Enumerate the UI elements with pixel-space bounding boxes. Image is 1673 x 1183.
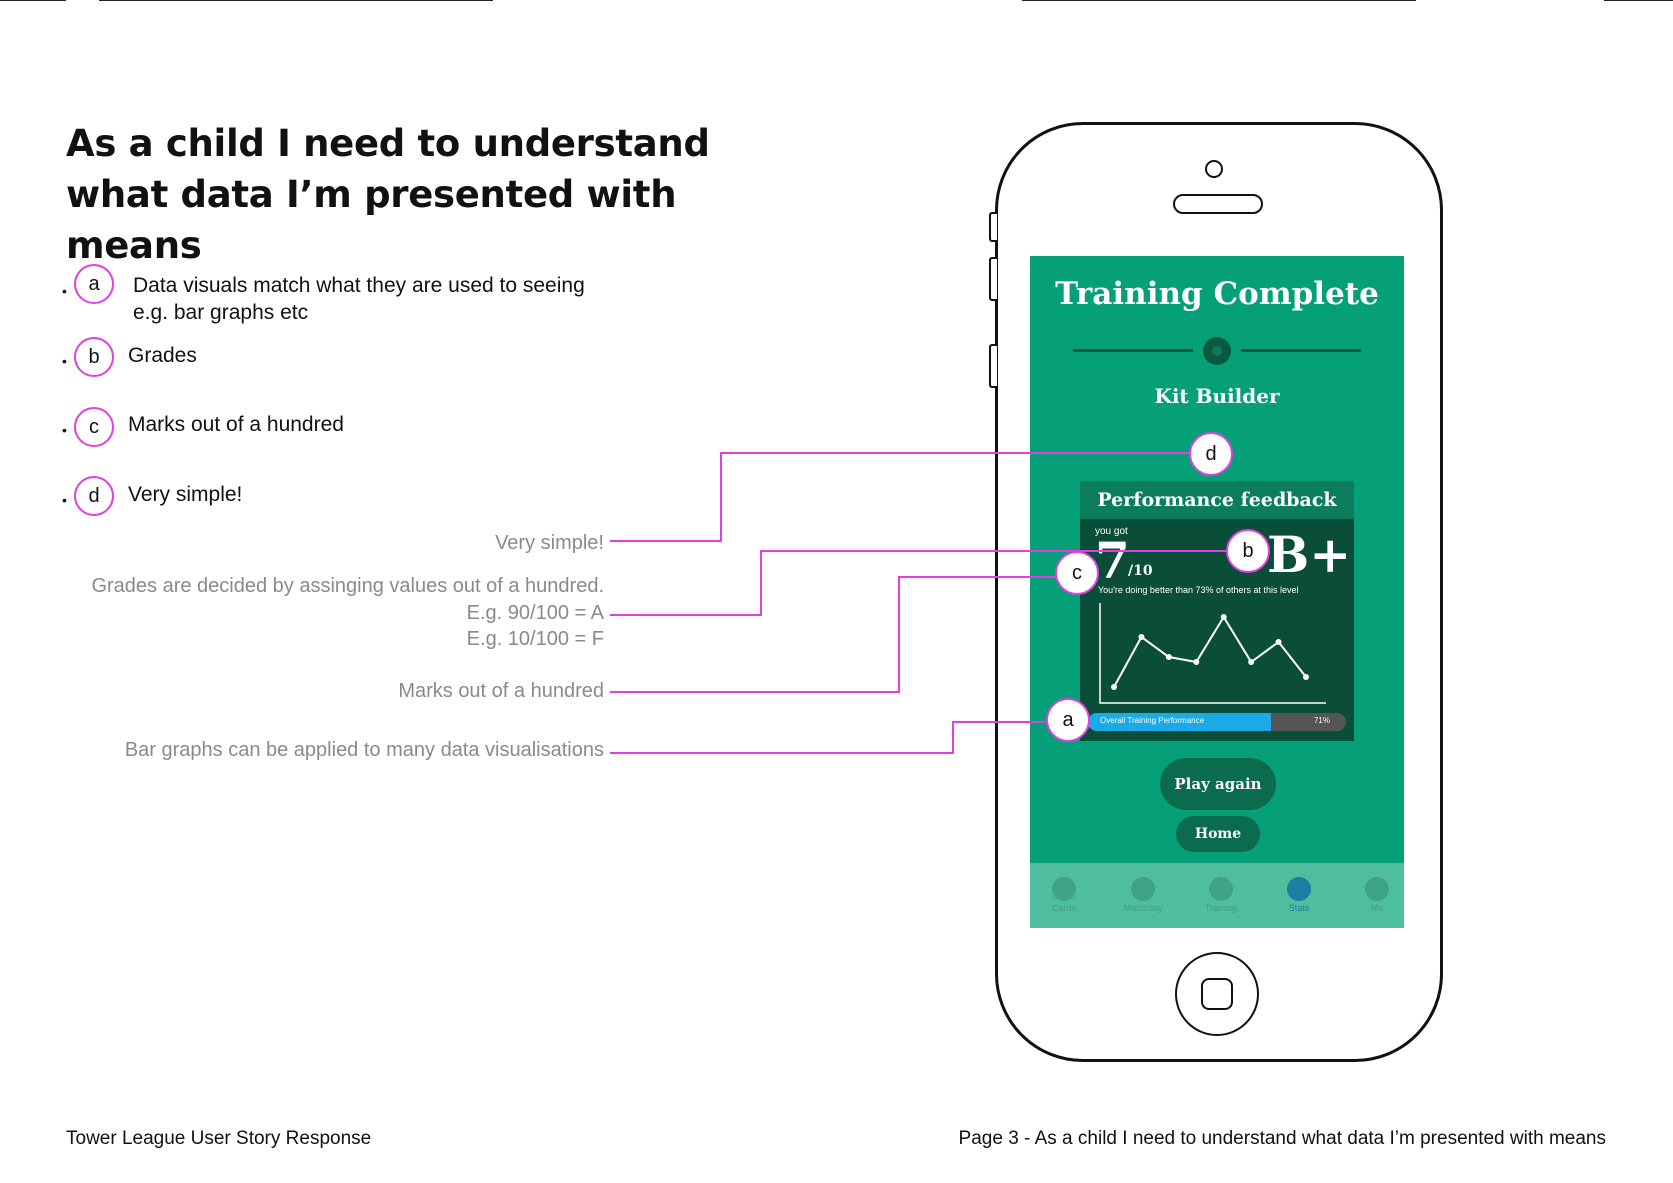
- app-screen: Training Complete Kit Builder Performanc…: [1030, 256, 1404, 928]
- tab-bar: Cards Matchday Training Stats Me: [1030, 863, 1404, 928]
- progress-fill: [1088, 713, 1272, 731]
- training-icon: [1209, 877, 1233, 901]
- you-got-label: you got: [1095, 526, 1128, 537]
- chart-point: [1248, 659, 1255, 665]
- bullet-text: Very simple!: [128, 483, 243, 506]
- chart-series-line: [1113, 615, 1307, 688]
- progress-bar: Overall Training Performance 71%: [1088, 713, 1346, 731]
- leader-a: [610, 721, 1050, 754]
- play-again-button[interactable]: Play again: [1160, 758, 1276, 810]
- tab-me[interactable]: Me: [1347, 877, 1404, 913]
- performance-header: Performance feedback: [1080, 481, 1354, 519]
- tab-matchday[interactable]: Matchday: [1113, 877, 1173, 913]
- score-denominator: /10: [1128, 563, 1153, 579]
- performance-line-chart: [1099, 603, 1326, 704]
- note-grades-line1: Grades are decided by assinging values o…: [91, 575, 604, 597]
- matchday-icon: [1131, 877, 1155, 901]
- tab-label: Stats: [1288, 903, 1310, 913]
- label-circle-c: c: [74, 407, 114, 447]
- chart-point: [1111, 684, 1117, 690]
- bullet-text: Data visuals match what they are used to…: [133, 274, 585, 324]
- phone-volume-up: [989, 257, 997, 301]
- grade-value: B+: [1267, 525, 1352, 584]
- callout-a: a: [1046, 698, 1090, 742]
- top-rule: [1604, 0, 1673, 1]
- tab-stats[interactable]: Stats: [1269, 877, 1329, 913]
- progress-label: Overall Training Performance: [1100, 716, 1205, 725]
- footer-right: Page 3 - As a child I need to understand…: [958, 1128, 1606, 1149]
- footer-left: Tower League User Story Response: [66, 1128, 372, 1149]
- bullet-dot: •: [62, 422, 67, 438]
- callout-d: d: [1189, 432, 1233, 476]
- game-name: Kit Builder: [1154, 384, 1280, 408]
- tab-label: Me: [1370, 903, 1384, 913]
- top-rule: [1022, 0, 1416, 1]
- chart-point: [1193, 659, 1200, 665]
- me-icon: [1365, 877, 1389, 901]
- bullet-text: Grades: [128, 344, 197, 367]
- bullet-dot: •: [62, 492, 67, 508]
- chart-point: [1220, 614, 1227, 620]
- tab-training[interactable]: Training: [1191, 877, 1251, 913]
- progress-percent: 71%: [1313, 716, 1330, 725]
- tab-label: Cards: [1051, 903, 1076, 913]
- cards-icon: [1052, 877, 1076, 901]
- chart-point: [1303, 674, 1309, 680]
- title-divider: [1241, 349, 1361, 352]
- phone-speaker: [1173, 194, 1263, 214]
- note-marks: Marks out of a hundred: [398, 680, 604, 702]
- phone-home-button[interactable]: [1175, 952, 1259, 1036]
- label-circle-d: d: [74, 476, 114, 516]
- performance-card: Performance feedback you got 7 /10 B+ Yo…: [1080, 481, 1354, 741]
- note-grades-line2: E.g. 90/100 = A: [466, 602, 604, 624]
- phone-camera: [1205, 160, 1223, 178]
- screen-title: Training Complete: [1055, 276, 1379, 312]
- chart-point: [1138, 634, 1145, 640]
- home-square-icon: [1201, 978, 1233, 1010]
- football-icon: [1203, 337, 1231, 365]
- score-value: 7: [1095, 531, 1130, 590]
- page-title: As a child I need to understand what dat…: [66, 122, 710, 267]
- chart-point: [1165, 654, 1172, 660]
- leader-b: [610, 550, 1230, 616]
- label-circle-b: b: [74, 337, 114, 377]
- title-divider: [1073, 349, 1193, 352]
- callout-c: c: [1055, 551, 1099, 595]
- phone-side-button: [989, 212, 997, 242]
- home-button[interactable]: Home: [1176, 816, 1260, 852]
- bullet-dot: •: [62, 283, 67, 299]
- chart-axes: [1099, 603, 1326, 704]
- tab-label: Training: [1204, 903, 1238, 913]
- callout-b: b: [1226, 529, 1270, 573]
- tab-label: Matchday: [1123, 903, 1163, 913]
- top-rule: [99, 0, 493, 1]
- leader-d: [610, 452, 1190, 542]
- note-very-simple: Very simple!: [495, 532, 604, 554]
- comparison-text: You're doing better than 73% of others a…: [1098, 585, 1299, 595]
- leader-c: [610, 576, 1060, 693]
- label-circle-a: a: [74, 264, 114, 304]
- tab-cards[interactable]: Cards: [1034, 877, 1094, 913]
- bullet-dot: •: [62, 353, 67, 369]
- bullet-text: Marks out of a hundred: [128, 413, 344, 436]
- top-rule: [0, 0, 66, 1]
- chart-point: [1275, 639, 1282, 645]
- phone-volume-down: [989, 344, 997, 388]
- stats-icon: [1287, 877, 1311, 901]
- note-grades-line3: E.g. 10/100 = F: [466, 628, 604, 650]
- note-bar-graphs: Bar graphs can be applied to many data v…: [124, 739, 604, 761]
